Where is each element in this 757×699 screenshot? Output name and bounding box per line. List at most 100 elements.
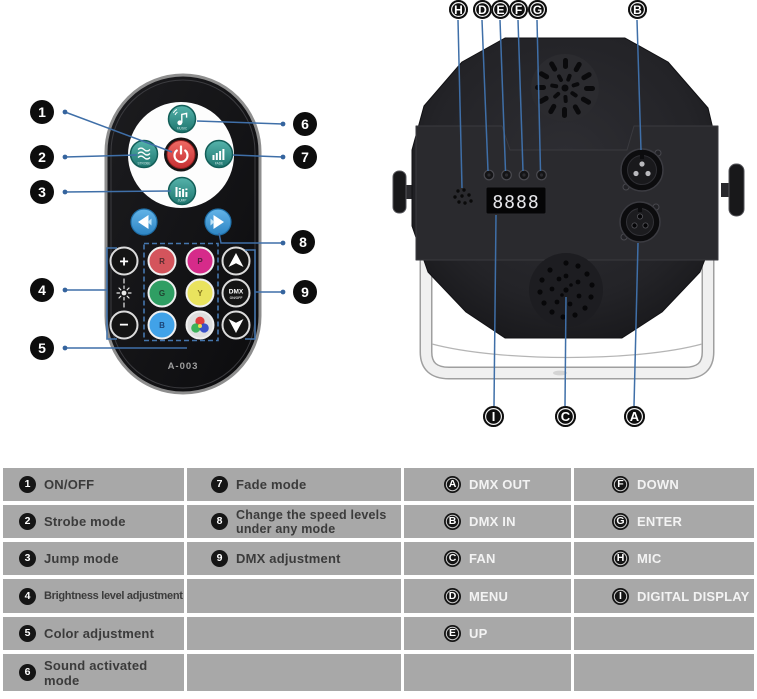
callout-badge-H: H xyxy=(449,0,468,19)
legend-label: DOWN xyxy=(637,477,679,492)
power-icon xyxy=(173,145,189,163)
legend-cell: E UP xyxy=(404,617,571,650)
legend-label: ON/OFF xyxy=(44,477,95,492)
callout-badge-A: A xyxy=(624,406,645,427)
dmx-onoff-button: DMX ON/OFF xyxy=(221,278,251,308)
svg-text:−: − xyxy=(119,317,128,334)
jump-bars-icon xyxy=(175,187,188,197)
legend-label: Strobe mode xyxy=(44,514,126,529)
dmx-in-connector xyxy=(620,148,664,192)
legend-cell-empty xyxy=(404,654,571,691)
legend-cell-empty xyxy=(187,617,401,650)
diagram-svg: MUSIC STROBE xyxy=(62,19,745,407)
legend-badge: 2 xyxy=(19,513,36,530)
dmx-out-connector xyxy=(619,201,661,243)
legend-label: Jump mode xyxy=(44,551,119,566)
callout-badge-5: 5 xyxy=(30,336,54,360)
legend-label: Sound activated mode xyxy=(44,657,148,688)
legend-cell: G ENTER xyxy=(574,505,754,538)
svg-text:FADE: FADE xyxy=(215,162,223,166)
right-triangle-icon xyxy=(213,215,224,229)
jump-mode-button: JUMP xyxy=(167,176,197,206)
legend-label: Color adjustment xyxy=(44,626,155,641)
legend-label: Brightness level adjustment xyxy=(44,590,183,602)
legend-badge: C xyxy=(444,550,461,567)
legend-cell: 8 Change the speed levels under any mode xyxy=(187,505,401,538)
left-knob xyxy=(392,170,415,214)
legend-label: MENU xyxy=(469,588,509,604)
power-button xyxy=(164,137,198,172)
legend-cell: H MIC xyxy=(574,542,754,575)
legend-cell: 3 Jump mode xyxy=(3,542,184,575)
right-knob xyxy=(721,163,745,217)
legend-cell: F DOWN xyxy=(574,468,754,501)
legend-cell: 2 Strobe mode xyxy=(3,505,184,538)
down-panel-button xyxy=(518,169,530,181)
legend-cell-empty xyxy=(187,654,401,691)
light-fixture-back: 8888 xyxy=(392,37,745,380)
legend-badge: E xyxy=(444,625,461,642)
line-8-speed xyxy=(218,232,283,244)
legend-cell: B DMX IN xyxy=(404,505,571,538)
legend-badge: A xyxy=(444,476,461,493)
legend-cell-empty xyxy=(187,579,401,613)
yellow-color-button: Y xyxy=(185,278,215,308)
legend-cell: 1 ON/OFF xyxy=(3,468,184,501)
strobe-waves-icon xyxy=(137,147,151,160)
up-button xyxy=(221,246,251,276)
legend-label: Fade mode xyxy=(236,477,307,492)
legend-badge: I xyxy=(612,587,629,605)
legend-label: FAN xyxy=(469,551,496,566)
remote-control: MUSIC STROBE xyxy=(104,73,262,395)
top-vent xyxy=(531,54,599,122)
legend-cell-empty xyxy=(574,654,754,691)
callout-badge-2: 2 xyxy=(30,145,54,169)
legend-badge: 7 xyxy=(211,476,228,493)
down-button xyxy=(221,310,251,340)
legend-badge: 8 xyxy=(211,513,228,530)
legend-badge: 1 xyxy=(19,476,36,493)
legend-label: DMX adjustment xyxy=(236,551,341,566)
line-G-enter xyxy=(536,19,542,172)
callout-line-dots xyxy=(62,109,286,351)
line-2-strobe xyxy=(64,154,138,158)
line-6-sound xyxy=(196,120,284,125)
legend-cell: A DMX OUT xyxy=(404,468,571,501)
legend-badge: G xyxy=(612,513,629,530)
callout-badge-3: 3 xyxy=(30,180,54,204)
brightness-minus-button: − xyxy=(109,310,139,340)
blue-color-button: B xyxy=(147,310,177,340)
legend-badge: D xyxy=(444,587,461,605)
remote-model-label: A-003 xyxy=(168,361,199,372)
line-B-dmxin xyxy=(636,19,642,151)
digital-display: 8888 xyxy=(485,186,547,215)
right-group-bracket xyxy=(245,249,256,340)
legend-label: DMX IN xyxy=(469,514,516,529)
legend-badge: 9 xyxy=(211,550,228,567)
fade-mode-button: FADE xyxy=(204,139,234,169)
line-D-menu xyxy=(481,19,489,172)
legend-label: DMX OUT xyxy=(469,477,531,492)
line-3-jump xyxy=(64,190,172,193)
legend-badge: F xyxy=(612,476,629,493)
panel-buttons xyxy=(483,169,547,181)
callout-badge-E: E xyxy=(491,0,510,19)
legend-cell-empty xyxy=(574,617,754,650)
callout-badge-9: 9 xyxy=(293,280,317,304)
menu-button xyxy=(483,169,495,181)
mic-holes xyxy=(453,188,473,205)
svg-text:ON/OFF: ON/OFF xyxy=(230,296,243,300)
strobe-mode-button: STROBE xyxy=(129,139,159,169)
svg-text:JUMP: JUMP xyxy=(178,199,187,203)
legend-badge: 3 xyxy=(19,550,36,567)
fan-grille xyxy=(529,253,603,327)
callout-badge-1: 1 xyxy=(30,100,54,124)
callout-lines xyxy=(64,19,642,407)
svg-text:MUSIC: MUSIC xyxy=(177,127,188,131)
callout-badge-B: B xyxy=(628,0,647,19)
music-note-icon xyxy=(172,108,188,126)
callout-badge-F: F xyxy=(509,0,528,19)
enter-button xyxy=(536,169,547,181)
up-triangle-icon xyxy=(228,253,244,267)
legend-cell: 6 Sound activated mode xyxy=(3,654,184,691)
